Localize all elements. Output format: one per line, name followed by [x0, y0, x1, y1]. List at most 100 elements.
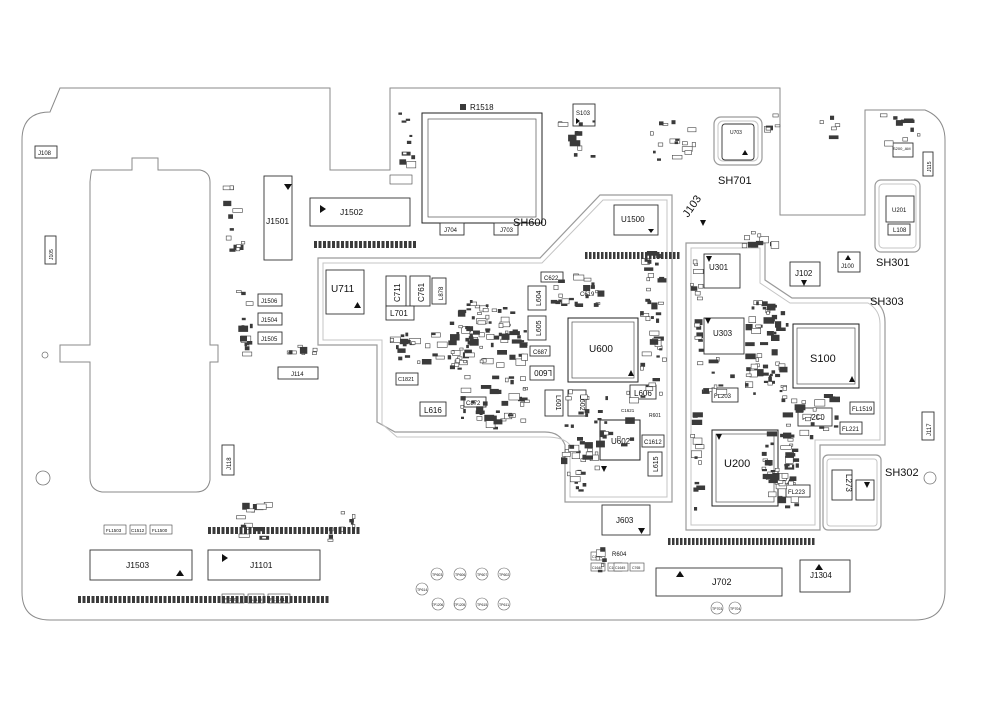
- smd-pad: [241, 241, 246, 245]
- smd-pad: [776, 327, 786, 331]
- smd-pad: [657, 158, 661, 161]
- pin-pad: [221, 527, 225, 534]
- smd-pad: [641, 351, 652, 357]
- ic-u703: [721, 123, 755, 161]
- smd-pad: [711, 371, 715, 374]
- part-c1645: [613, 562, 629, 572]
- part-s200: [892, 142, 914, 158]
- pin-pad: [323, 241, 326, 248]
- smd-pad: [708, 359, 719, 364]
- smd-pad: [497, 309, 502, 313]
- pin-pad: [334, 527, 337, 534]
- smd-pad: [402, 343, 407, 347]
- smd-pad: [823, 394, 833, 398]
- smd-pad: [465, 337, 470, 342]
- pin-pad: [320, 527, 324, 534]
- label-fl223: FL223: [788, 490, 806, 496]
- smd-pad: [498, 332, 502, 337]
- smd-pad: [236, 515, 246, 520]
- label-c872: C872: [466, 401, 481, 407]
- smd-pad: [782, 395, 788, 399]
- smd-pad: [493, 419, 503, 425]
- pin-pad: [271, 596, 275, 603]
- smd-pad: [228, 214, 233, 219]
- smd-pad: [456, 332, 460, 335]
- smd-pad: [492, 375, 500, 380]
- smd-pad: [741, 243, 748, 249]
- smd-pad: [457, 367, 462, 370]
- smd-pad: [464, 352, 475, 358]
- smd-pad: [399, 159, 407, 165]
- smd-pad: [400, 334, 405, 338]
- smd-pad: [597, 290, 605, 297]
- smd-pad: [592, 120, 596, 123]
- pin1-marker-j1501: [284, 184, 292, 190]
- smd-pad: [646, 287, 651, 292]
- smd-pad: [694, 319, 703, 326]
- smd-pad: [450, 350, 455, 354]
- label-l606: L606: [634, 389, 652, 398]
- part-fl1500: [149, 524, 173, 535]
- smd-pad: [458, 309, 467, 314]
- smd-pad: [471, 316, 475, 320]
- smd-pad: [814, 399, 826, 407]
- smd-pad: [504, 377, 509, 383]
- smd-pad: [597, 418, 602, 421]
- pin-pad: [284, 527, 288, 534]
- smd-pad: [645, 298, 650, 302]
- pin-pad: [266, 527, 270, 534]
- smd-pad: [766, 311, 770, 315]
- connector-j105: [44, 235, 57, 265]
- pin-pad: [359, 241, 362, 248]
- ic-s100: [792, 323, 860, 389]
- smd-pad: [435, 355, 445, 360]
- smd-pad: [510, 379, 514, 385]
- smd-pad: [411, 341, 416, 345]
- pin-pad: [294, 596, 297, 603]
- smd-pad: [431, 332, 441, 338]
- smd-pad: [893, 116, 898, 120]
- smd-pad: [766, 331, 774, 336]
- smd-pad: [694, 322, 701, 328]
- smd-pad: [600, 563, 605, 567]
- smd-pad: [469, 338, 479, 346]
- label-u301: U301: [709, 263, 729, 272]
- pin1-marker-u703: [742, 150, 748, 155]
- label-tp704: TP704: [730, 607, 740, 611]
- smd-pad: [754, 369, 764, 377]
- label-j115: J115: [927, 161, 933, 172]
- smd-pad: [421, 359, 432, 365]
- pin-pad: [105, 596, 108, 603]
- smd-pad: [718, 384, 724, 387]
- label-s100: S100: [810, 353, 836, 365]
- smd-pad: [519, 342, 528, 348]
- pin-pad: [676, 538, 679, 545]
- pin1-marker-j1502: [320, 205, 326, 213]
- smd-pad: [651, 302, 658, 310]
- pin1-marker-s100: [849, 376, 855, 382]
- smd-pad: [225, 235, 232, 241]
- pin-pad: [399, 241, 403, 248]
- part-l616: [419, 401, 447, 417]
- label-r1518: R1518: [470, 103, 494, 112]
- smd-pad: [790, 496, 799, 503]
- pin-pad: [172, 596, 176, 603]
- smd-pad: [340, 511, 346, 515]
- pin-pad: [230, 527, 234, 534]
- smd-pad: [693, 487, 699, 492]
- smd-pad: [583, 285, 591, 292]
- smd-pad: [755, 240, 764, 246]
- smd-pad: [671, 120, 676, 125]
- part-fl1503: [103, 524, 127, 535]
- smd-pad: [518, 396, 522, 402]
- pin1-marker-j103: [700, 220, 706, 226]
- pin-pad: [212, 527, 216, 534]
- smd-pad: [597, 410, 603, 413]
- pin1-marker-u602: [601, 466, 607, 472]
- smd-pad: [694, 507, 698, 511]
- pin1-marker-u200: [716, 434, 722, 440]
- smd-pad: [770, 442, 774, 446]
- smd-pad: [751, 327, 762, 334]
- part-j100: [837, 251, 861, 273]
- smd-pad: [767, 381, 773, 386]
